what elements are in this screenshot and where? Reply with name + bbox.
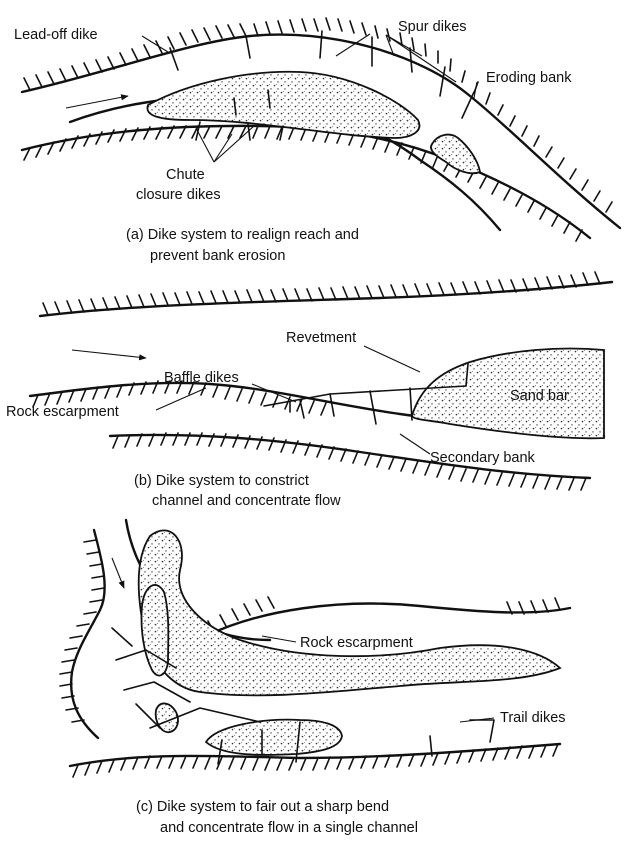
panel-a-small-island: [431, 135, 480, 174]
trail-dikes-label: Trail dikes: [500, 710, 566, 726]
panel-c-left-bank-hatching: [60, 540, 104, 722]
panel-a-flow-arrow: [66, 96, 128, 108]
lead-off-dike-label: Lead-off dike: [14, 27, 98, 43]
panel-c-left-island: [141, 585, 168, 676]
panel-a-lower-bank-hatching: [24, 126, 582, 241]
panel-b-caption-line1: (b) Dike system to constrict: [134, 473, 309, 489]
panel-a: Lead-off dike Spur dikes Eroding bank Ch…: [14, 18, 620, 264]
sand-bar-label: Sand bar: [510, 388, 569, 404]
panel-c-escarpment-hatching: [208, 597, 560, 632]
panel-a-lower-bank: [22, 126, 590, 238]
panel-c: Rock escarpment Trail dikes (c) Dike sys…: [60, 520, 570, 836]
chute-closure-label-line1: Chute: [166, 167, 205, 183]
eroding-bank-label: Eroding bank: [486, 70, 572, 86]
panel-c-flow-arrow: [112, 558, 124, 588]
panel-b-caption-line2: channel and concentrate flow: [152, 493, 341, 509]
panel-c-caption-line1: (c) Dike system to fair out a sharp bend: [136, 799, 389, 815]
panel-a-caption-line2: prevent bank erosion: [150, 248, 285, 264]
panel-c-left-bank: [71, 530, 105, 738]
panel-b: Revetment Baffle dikes Sand bar Rock esc…: [6, 272, 612, 509]
revetment-label: Revetment: [286, 330, 356, 346]
rock-escarpment-label-b: Rock escarpment: [6, 404, 119, 420]
chute-closure-label-line2: closure dikes: [136, 187, 221, 203]
secondary-bank-label: Secondary bank: [430, 450, 536, 466]
panel-c-caption-line2: and concentrate flow in a single channel: [160, 820, 418, 836]
baffle-dikes-label: Baffle dikes: [164, 370, 239, 386]
panel-c-channel-island: [206, 720, 342, 755]
spur-dikes-label: Spur dikes: [398, 19, 467, 35]
panel-b-sand-bar: [412, 349, 604, 439]
panel-a-caption-line1: (a) Dike system to realign reach and: [126, 227, 359, 243]
panel-b-flow-arrow: [72, 350, 146, 358]
rock-escarpment-label-c: Rock escarpment: [300, 635, 413, 651]
